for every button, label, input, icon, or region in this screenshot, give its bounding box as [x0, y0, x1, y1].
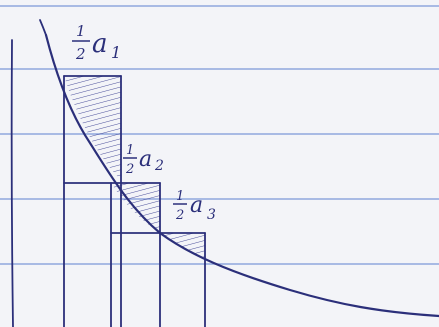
a2-term: a: [139, 147, 152, 172]
annotation-a3: 1 2 a 3: [173, 189, 216, 223]
axes: [10, 19, 47, 327]
annotation-a2: 1 2 a 2: [123, 143, 164, 177]
a2-fraction-den: 2: [125, 162, 134, 177]
a3-term: a: [190, 193, 203, 218]
decreasing-curve: [44, 33, 439, 318]
a1-subscript: 1: [111, 43, 121, 62]
a3-fraction-den: 2: [175, 208, 184, 223]
step-rectangles: [63, 75, 206, 327]
annotation-a1: 1 2 a 1: [72, 22, 121, 63]
a1-fraction-den: 2: [75, 45, 86, 63]
shaded-region-a1: [64, 76, 121, 180]
shaded-region-a3: [160, 233, 205, 257]
a1-term: a: [92, 29, 108, 59]
ruled-lines: [0, 5, 439, 265]
curve-start-mark: [39, 19, 47, 36]
a3-subscript: 3: [207, 207, 216, 223]
a1-fraction-num: 1: [76, 22, 86, 40]
a2-fraction-num: 1: [126, 143, 134, 158]
a3-fraction-num: 1: [176, 189, 184, 204]
a2-subscript: 2: [154, 158, 164, 174]
y-axis-line: [10, 39, 14, 327]
